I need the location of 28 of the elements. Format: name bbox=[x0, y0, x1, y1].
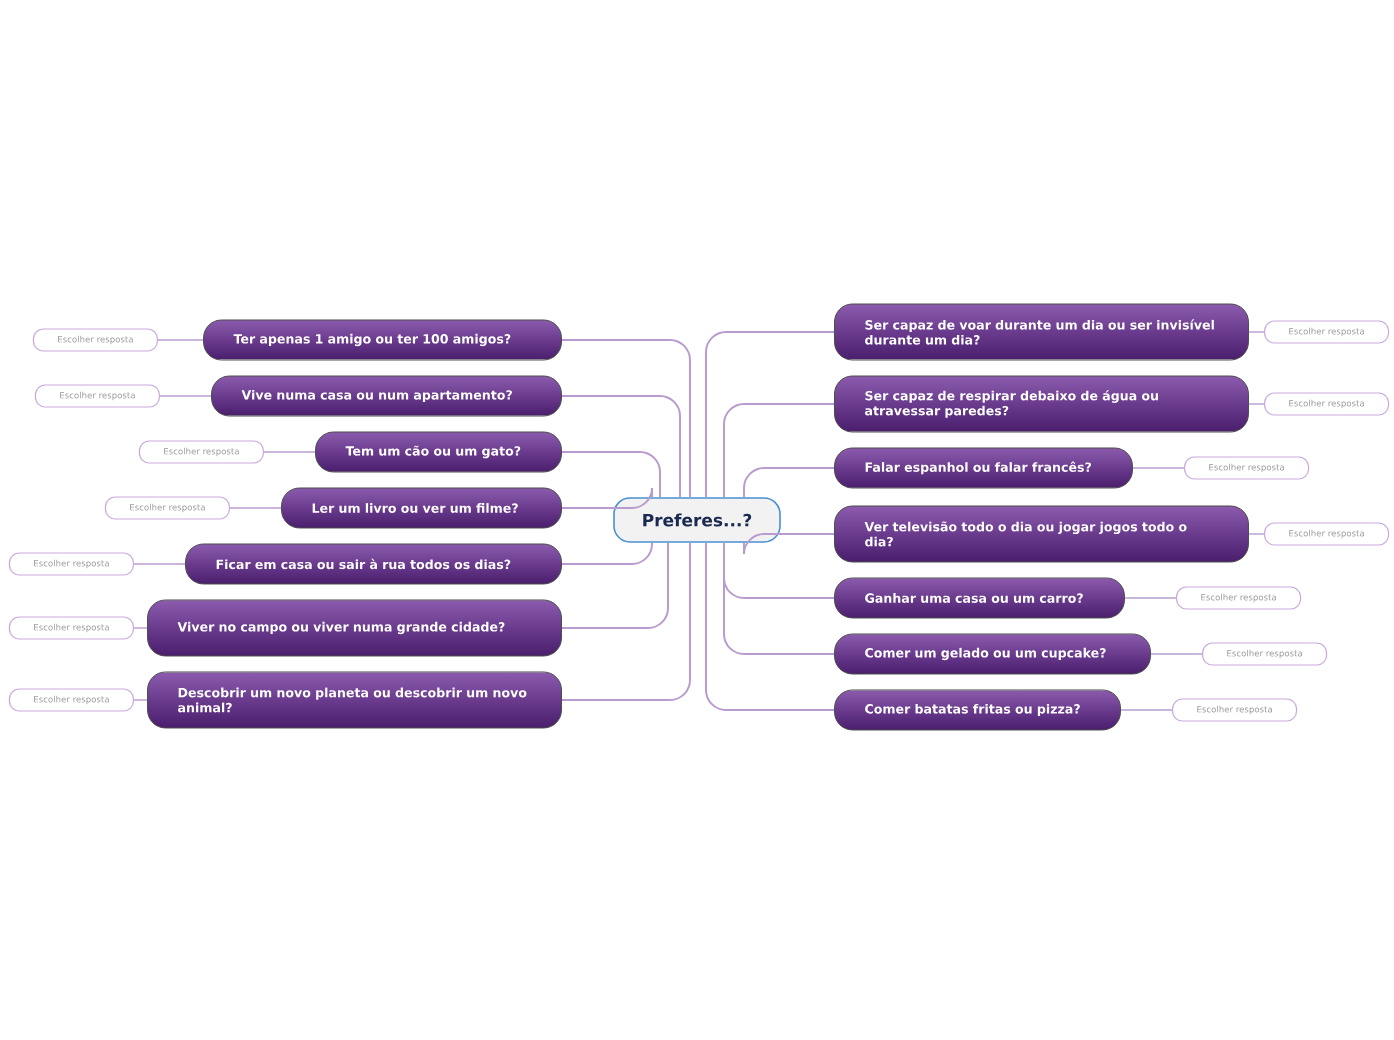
connector-line bbox=[1248, 403, 1265, 405]
connector-line bbox=[705, 541, 835, 711]
connector-line bbox=[561, 541, 669, 629]
connector-line bbox=[133, 627, 148, 629]
connector-line bbox=[1120, 709, 1173, 711]
connector-line bbox=[705, 331, 835, 499]
connector-line bbox=[1150, 653, 1203, 655]
connector-line bbox=[1132, 467, 1185, 469]
connector-line bbox=[133, 699, 148, 701]
connector-line bbox=[743, 467, 835, 499]
connector-line bbox=[561, 541, 691, 701]
connector-line bbox=[723, 403, 835, 499]
connector-line bbox=[133, 563, 186, 565]
connector-line bbox=[1248, 533, 1265, 535]
connector-line bbox=[561, 451, 661, 499]
connector-line bbox=[159, 395, 212, 397]
connector-line bbox=[723, 541, 835, 655]
connector-line bbox=[743, 533, 835, 555]
connector-line bbox=[1248, 331, 1265, 333]
connector-line bbox=[561, 395, 681, 499]
connector-line bbox=[561, 487, 653, 509]
connector-line bbox=[157, 339, 204, 341]
connector-line bbox=[1124, 597, 1177, 599]
connector-line bbox=[561, 541, 653, 565]
connector-line bbox=[263, 451, 316, 453]
central-topic-box: Preferes...? bbox=[613, 497, 781, 543]
connector-line bbox=[561, 339, 691, 499]
connector-line bbox=[229, 507, 282, 509]
